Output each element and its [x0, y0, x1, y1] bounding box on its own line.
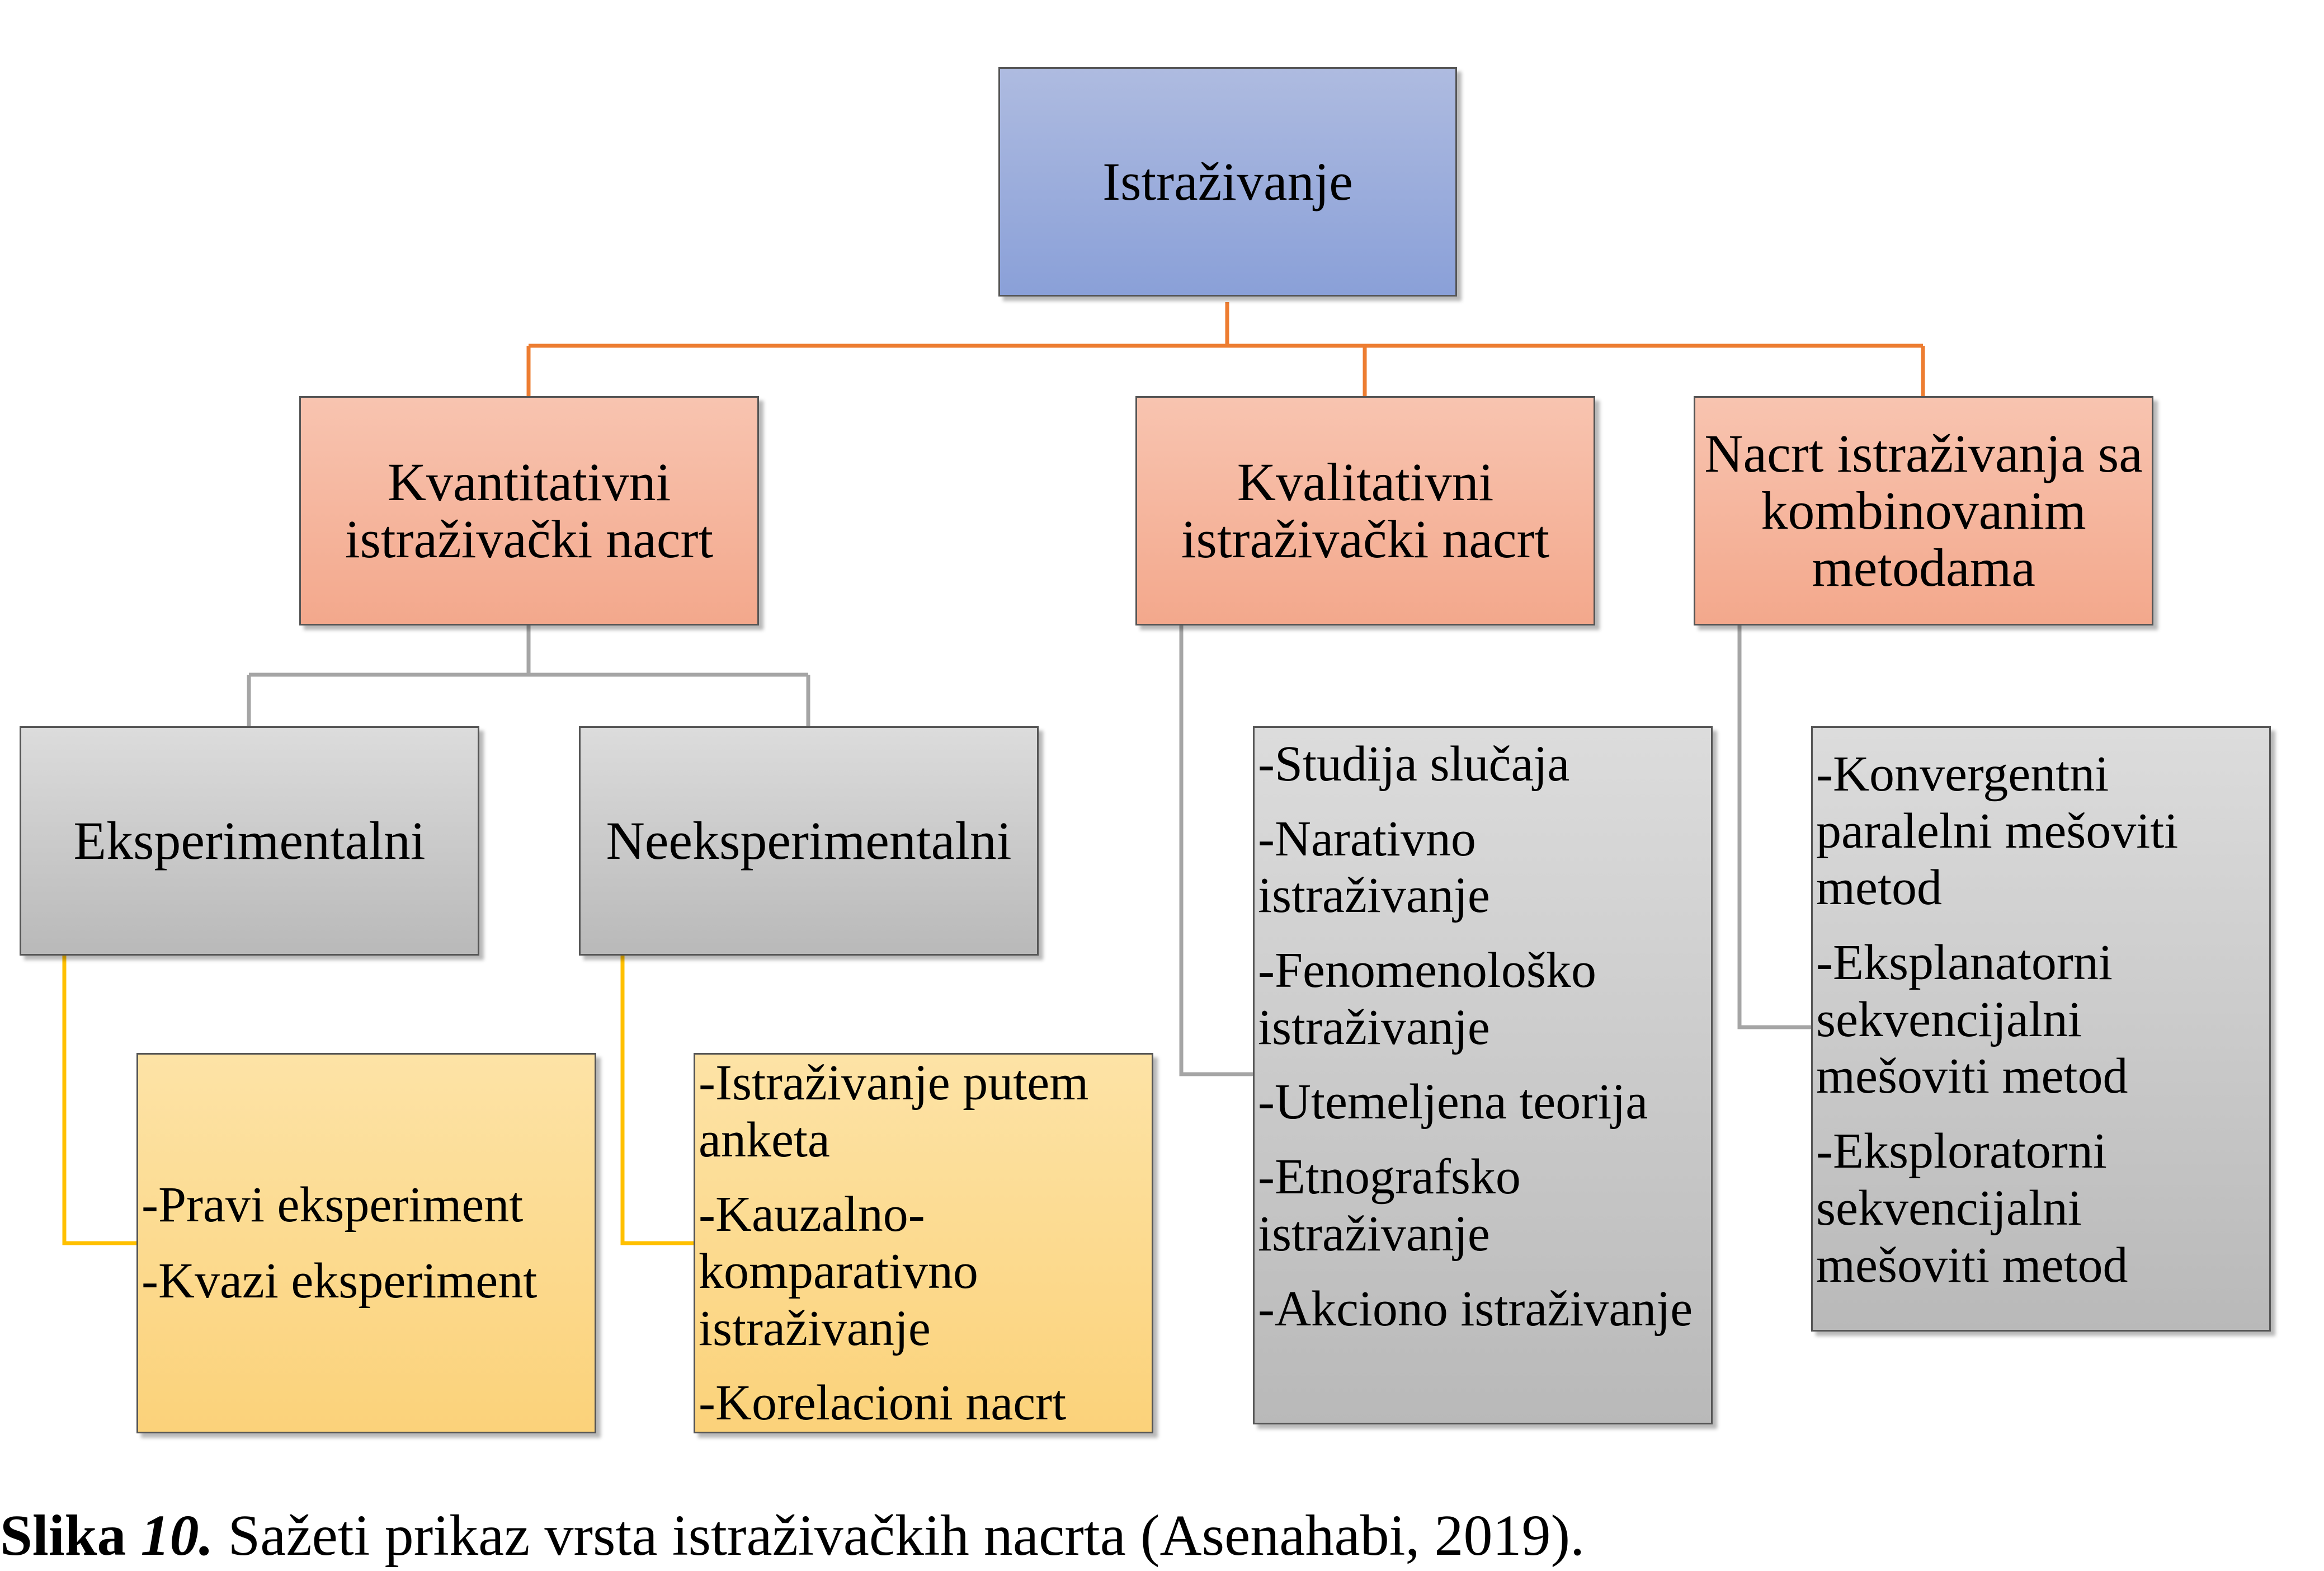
node-qualitative-line-1: Kvalitativni — [1237, 452, 1494, 512]
node-experimental-label: Eksperimentalni — [73, 811, 426, 871]
node-nonexperimental: Neeksperimentalni — [579, 726, 1039, 956]
node-nonexperimental-label: Neeksperimentalni — [606, 811, 1012, 871]
list-item: -Kvazi eksperiment — [142, 1253, 538, 1309]
connector-mixed-list — [1737, 625, 1811, 1029]
list-item: -Istraživanje putem anketa — [699, 1055, 1089, 1168]
node-mixed-methods-line-1: Nacrt istraživanja sa — [1704, 424, 2143, 484]
list-item: -Pravi eksperiment — [142, 1177, 524, 1233]
node-qualitative-line-2: istraživački nacrt — [1181, 509, 1550, 569]
caption-text: Sažeti prikaz vrsta istraživačkih nacrta… — [213, 1503, 1585, 1568]
list-item: -Eksplanatorni sekvencijalni mešoviti me… — [1816, 935, 2128, 1104]
list-item: -Kauzalno-komparativno istraživanje — [699, 1187, 978, 1356]
connector-nonexperimental-list — [620, 954, 694, 1245]
connector-qualitative-list — [1179, 625, 1253, 1076]
list-item: -Utemeljena teorija — [1258, 1074, 1648, 1130]
list-qualitative: -Studija slučaja -Narativno istraživanje… — [1253, 726, 1713, 1424]
root-node-label: Istraživanje — [1102, 152, 1353, 212]
caption-prefix: Slika — [0, 1503, 141, 1568]
root-node: Istraživanje — [998, 67, 1457, 297]
list-item: -Fenomenološko istraživanje — [1258, 943, 1596, 1055]
caption-number: 10. — [140, 1503, 214, 1568]
list-item: -Etnografsko istraživanje — [1258, 1149, 1521, 1262]
connector-root-bus — [526, 302, 1925, 396]
node-mixed-methods-line-2: kombinovanim — [1761, 481, 2086, 541]
node-quantitative: Kvantitativni istraživački nacrt — [299, 396, 759, 625]
node-mixed-methods-line-3: metodama — [1812, 537, 2035, 598]
connector-experimental-list — [62, 954, 136, 1245]
list-item: -Eksploratorni sekvencijalni mešoviti me… — [1816, 1123, 2128, 1293]
list-item: -Akciono istraživanje — [1258, 1281, 1693, 1337]
node-mixed-methods: Nacrt istraživanja sa kombinovanim metod… — [1694, 396, 2153, 625]
list-item: -Konvergentni paralelni mešoviti metod — [1816, 746, 2179, 916]
figure-caption: Slika 10. Sažeti prikaz vrsta istraživač… — [0, 1502, 1585, 1569]
node-experimental: Eksperimentalni — [20, 726, 479, 956]
list-item: -Studija slučaja — [1258, 736, 1570, 792]
node-quantitative-line-2: istraživački nacrt — [345, 509, 714, 569]
list-item: -Narativno istraživanje — [1258, 811, 1490, 924]
node-quantitative-line-1: Kvantitativni — [387, 452, 671, 512]
node-qualitative: Kvalitativni istraživački nacrt — [1135, 396, 1595, 625]
list-item: -Korelacioni nacrt — [699, 1375, 1067, 1431]
connector-quantitative-bus — [247, 625, 810, 726]
list-mixed-methods: -Konvergentni paralelni mešoviti metod -… — [1811, 726, 2271, 1332]
list-nonexperimental: -Istraživanje putem anketa -Kauzalno-kom… — [694, 1053, 1153, 1433]
list-experimental: -Pravi eksperiment -Kvazi eksperiment — [136, 1053, 596, 1433]
